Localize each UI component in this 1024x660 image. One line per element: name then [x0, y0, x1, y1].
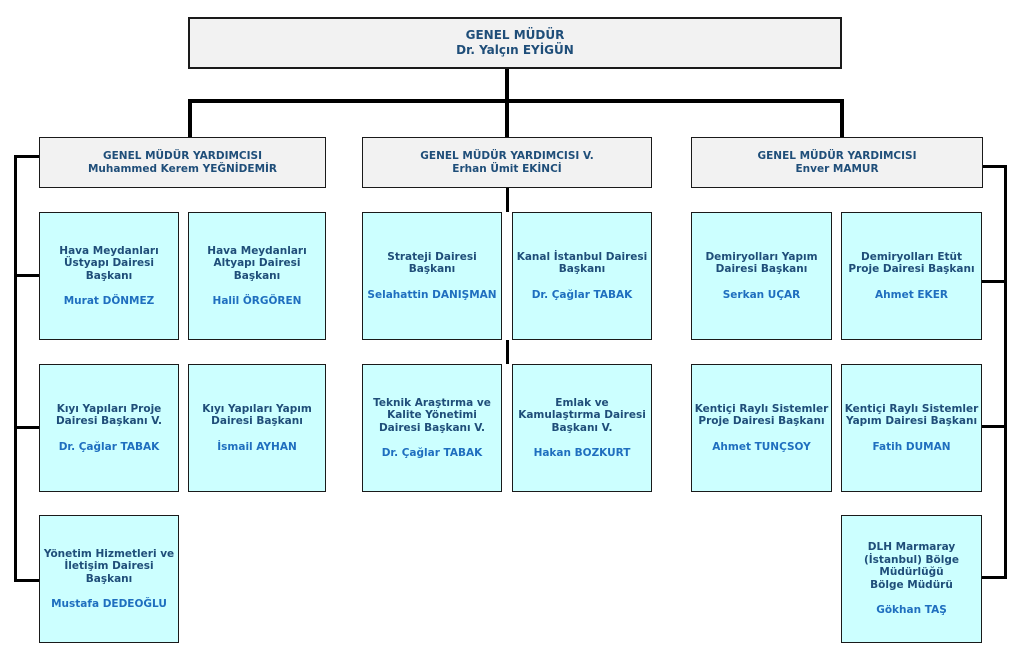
connector-center-spine-1	[506, 188, 509, 212]
unit-title: DLH Marmaray (İstanbul) Bölge Müdürlüğü …	[863, 541, 960, 591]
unit-title: Hava Meydanları Üstyapı Dairesi Başkanı	[59, 244, 159, 282]
unit-box: Kentiçi Raylı Sistemler Yapım Dairesi Ba…	[841, 364, 982, 492]
unit-box: Hava Meydanları Altyapı Dairesi Başkanı …	[188, 212, 326, 340]
unit-box: Demiryolları Etüt Proje Dairesi Başkanı …	[841, 212, 982, 340]
unit-title: Kentiçi Raylı Sistemler Proje Dairesi Ba…	[694, 402, 829, 428]
connector-top-horizontal	[188, 99, 844, 103]
connector-right-row3	[982, 576, 1007, 579]
unit-box: Emlak ve Kamulaştırma Dairesi Başkanı V.…	[512, 364, 652, 492]
unit-head-name: Murat DÖNMEZ	[63, 295, 155, 307]
unit-head-name: Halil ÖRGÖREN	[212, 295, 302, 307]
unit-box: Hava Meydanları Üstyapı Dairesi Başkanı …	[39, 212, 179, 340]
connector-right-drop	[840, 99, 844, 137]
unit-head-name: Fatih DUMAN	[872, 440, 951, 453]
connector-left-spine	[14, 155, 17, 582]
connector-center-spine-2	[506, 340, 509, 364]
unit-box: Kanal İstanbul Dairesi Başkanı Dr. Çağla…	[512, 212, 652, 340]
unit-head-name: Selahattin DANIŞMAN	[367, 288, 497, 301]
unit-head-name: Hakan BOZKURT	[533, 447, 631, 459]
unit-box: Strateji Dairesi Başkanı Selahattin DANI…	[362, 212, 502, 340]
unit-box: Teknik Araştırma ve Kalite Yönetimi Dair…	[362, 364, 502, 492]
deputy-name: Enver MAMUR	[795, 162, 879, 175]
deputy-name: Muhammed Kerem YEĞNİDEMİR	[87, 162, 278, 175]
connector-left-row3	[14, 579, 39, 582]
unit-head-name: Ahmet EKER	[875, 288, 948, 301]
unit-title: Kentiçi Raylı Sistemler Yapım Dairesi Ba…	[844, 402, 979, 428]
unit-box: Kentiçi Raylı Sistemler Proje Dairesi Ba…	[691, 364, 832, 492]
general-manager-box: GENEL MÜDÜR Dr. Yalçın EYİGÜN	[188, 17, 842, 69]
unit-title: Kıyı Yapıları Proje Dairesi Başkanı V.	[55, 402, 163, 428]
deputy-box-1: GENEL MÜDÜR YARDIMCISI Muhammed Kerem YE…	[39, 137, 326, 188]
unit-box: Demiryolları Yapım Dairesi Başkanı Serka…	[691, 212, 832, 340]
deputy-name: Erhan Ümit EKİNCİ	[452, 162, 562, 175]
deputy-box-2: GENEL MÜDÜR YARDIMCISI V. Erhan Ümit EKİ…	[362, 137, 652, 188]
unit-title: Strateji Dairesi Başkanı	[387, 250, 477, 276]
general-manager-name: Dr. Yalçın EYİGÜN	[456, 43, 574, 57]
deputy-box-3: GENEL MÜDÜR YARDIMCISI Enver MAMUR	[691, 137, 983, 188]
connector-right-top	[982, 165, 1007, 168]
unit-title: Kıyı Yapıları Yapım Dairesi Başkanı	[202, 402, 312, 428]
deputy-title: GENEL MÜDÜR YARDIMCISI	[102, 149, 263, 162]
unit-title: Yönetim Hizmetleri ve İletişim Dairesi B…	[43, 547, 175, 585]
unit-title: Hava Meydanları Altyapı Dairesi Başkanı	[207, 244, 307, 282]
unit-title: Teknik Araştırma ve Kalite Yönetimi Dair…	[373, 396, 491, 434]
connector-gm-down	[505, 68, 509, 102]
connector-left-drop	[188, 99, 192, 137]
deputy-title: GENEL MÜDÜR YARDIMCISI V.	[420, 149, 594, 162]
unit-head-name: Dr. Çağlar TABAK	[381, 447, 483, 459]
connector-left-top	[14, 155, 39, 158]
unit-title: Emlak ve Kamulaştırma Dairesi Başkanı V.	[518, 396, 646, 434]
unit-head-name: İsmail AYHAN	[217, 440, 297, 453]
unit-head-name: Ahmet TUNÇSOY	[712, 440, 811, 453]
connector-center-drop	[505, 99, 509, 137]
unit-head-name: Dr. Çağlar TABAK	[531, 288, 633, 301]
connector-right-row2	[982, 425, 1007, 428]
general-manager-title: GENEL MÜDÜR	[465, 28, 565, 42]
unit-box: Kıyı Yapıları Yapım Dairesi Başkanı İsma…	[188, 364, 326, 492]
unit-head-name: Gökhan TAŞ	[876, 604, 947, 617]
unit-head-name: Dr. Çağlar TABAK	[58, 440, 160, 453]
unit-title: Demiryolları Yapım Dairesi Başkanı	[705, 250, 818, 276]
unit-title: Kanal İstanbul Dairesi Başkanı	[516, 250, 648, 276]
connector-right-row1	[982, 280, 1007, 283]
unit-box: DLH Marmaray (İstanbul) Bölge Müdürlüğü …	[841, 515, 982, 643]
unit-box: Yönetim Hizmetleri ve İletişim Dairesi B…	[39, 515, 179, 643]
connector-left-row2	[14, 426, 39, 429]
unit-title: Demiryolları Etüt Proje Dairesi Başkanı	[848, 250, 975, 276]
unit-head-name: Serkan UÇAR	[722, 288, 801, 301]
unit-head-name: Mustafa DEDEOĞLU	[51, 598, 167, 610]
deputy-title: GENEL MÜDÜR YARDIMCISI	[757, 149, 917, 162]
unit-box: Kıyı Yapıları Proje Dairesi Başkanı V. D…	[39, 364, 179, 492]
connector-right-spine	[1004, 165, 1007, 579]
connector-left-row1	[14, 274, 39, 277]
